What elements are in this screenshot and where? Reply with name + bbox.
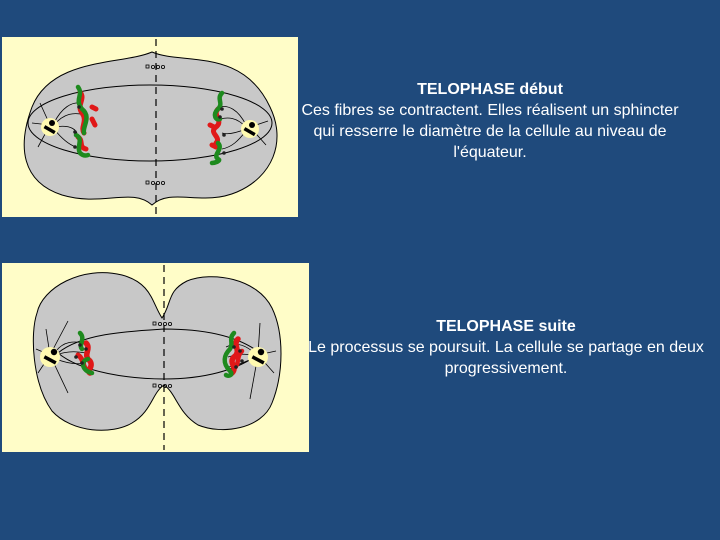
centrosome-left — [41, 118, 59, 136]
contractile-ring-top — [145, 64, 165, 69]
centrosome-right — [248, 347, 268, 367]
diagram-telophase-debut — [2, 37, 298, 217]
caption-title: TELOPHASE suite — [436, 318, 576, 335]
caption-text: Ces fibres se contractent. Elles réalise… — [301, 102, 679, 161]
cell-membrane — [23, 51, 278, 206]
caption-text: Le processus se poursuit. La cellule se … — [308, 339, 704, 377]
spindle — [27, 84, 273, 162]
contractile-ring-bottom — [152, 383, 172, 389]
contractile-ring-top — [152, 321, 172, 327]
caption-telophase-suite: TELOPHASE suite Le processus se poursuit… — [308, 316, 704, 379]
centrosome-right — [241, 120, 259, 138]
chromosomes-right — [222, 330, 245, 379]
chromosomes-left — [73, 84, 99, 158]
caption-telophase-debut: TELOPHASE début Ces fibres se contracten… — [292, 79, 688, 163]
centrosome-left — [40, 347, 60, 367]
chromosomes-right — [207, 90, 226, 166]
chromosomes-left — [74, 330, 95, 376]
diagram-telophase-suite — [2, 263, 309, 452]
caption-title: TELOPHASE début — [417, 81, 563, 98]
contractile-ring-bottom — [145, 180, 165, 185]
